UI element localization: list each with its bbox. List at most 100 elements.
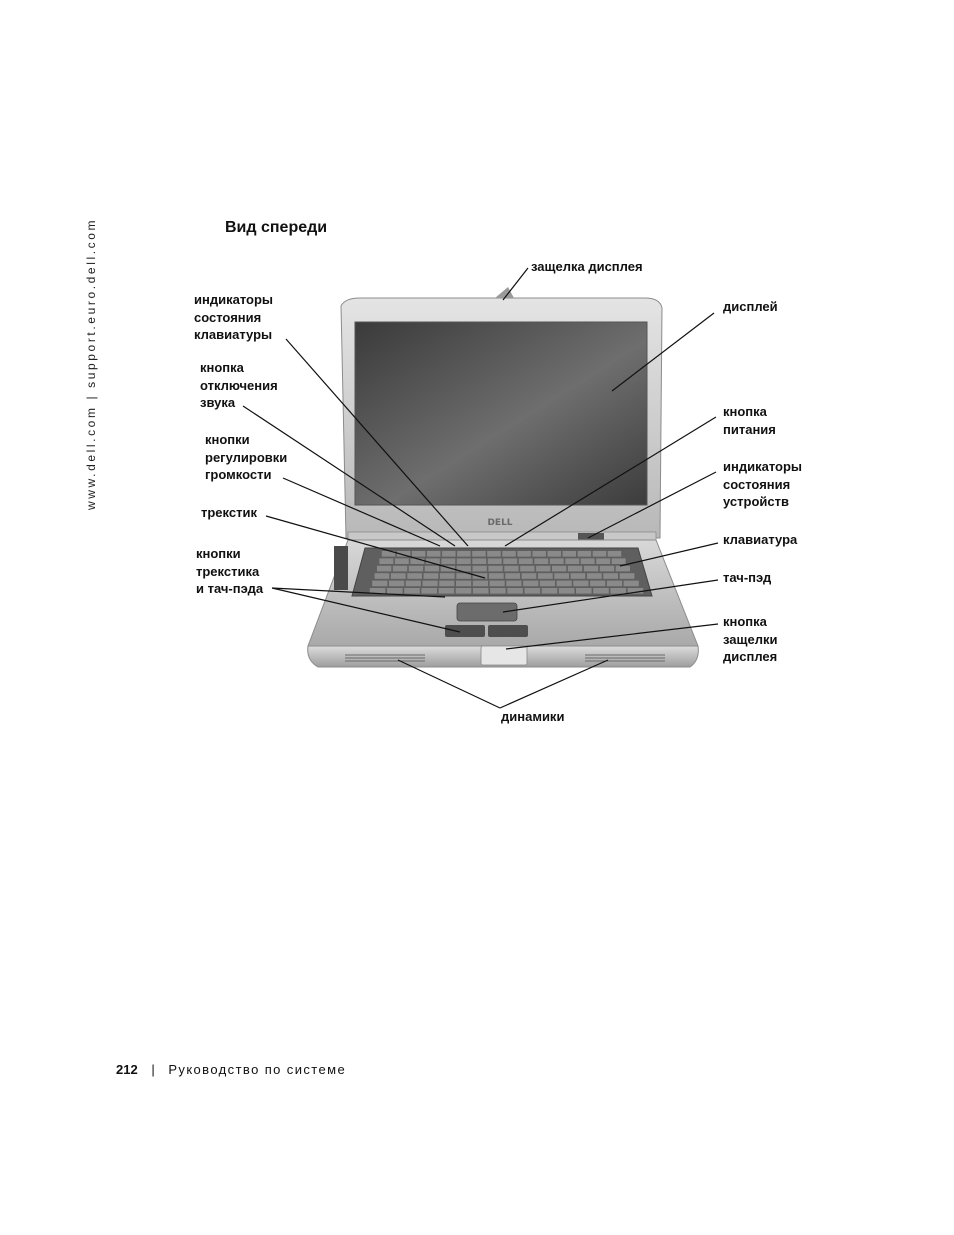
- section-title: Вид спереди: [225, 219, 328, 236]
- page-footer: 212 | Руководство по системе: [116, 1062, 346, 1077]
- keyboard-key: [577, 551, 592, 557]
- keyboard-key: [372, 580, 388, 587]
- keyboard-key: [421, 588, 437, 594]
- keyboard-key: [472, 580, 488, 587]
- keyboard-key: [539, 580, 555, 587]
- keyboard-key: [456, 565, 471, 572]
- keyboard-key: [558, 588, 575, 594]
- keyboard-key: [562, 551, 576, 557]
- display-latch: [495, 287, 514, 298]
- keyboard-key: [456, 580, 472, 587]
- keyboard-key: [606, 580, 623, 587]
- keyboard-key: [556, 580, 572, 587]
- leader-display-latch: [502, 267, 529, 301]
- callout-display: дисплей: [723, 299, 778, 314]
- keyboard-key: [396, 551, 411, 557]
- touchpad-button-left: [445, 625, 485, 637]
- footer-title: Руководство по системе: [168, 1062, 347, 1077]
- keyboard-key: [439, 580, 455, 587]
- keyboard-key: [424, 565, 439, 572]
- callout-mute-button: кнопка отключения звука: [200, 360, 278, 410]
- keyboard-key: [554, 573, 569, 579]
- leader-track-stick: [265, 515, 486, 579]
- keyboard-key: [441, 558, 456, 564]
- keyboard-key: [547, 551, 561, 557]
- keyboard-key: [627, 588, 644, 594]
- keyboard-key: [423, 573, 439, 579]
- keyboard-key: [377, 565, 392, 572]
- keyboard-key: [489, 580, 505, 587]
- keyboard-key: [610, 588, 626, 594]
- keyboard-key: [623, 580, 639, 587]
- keyboard-key: [505, 573, 520, 579]
- callout-display-latch-button: кнопка защелки дисплея: [723, 614, 778, 664]
- keyboard-key: [381, 551, 396, 557]
- speaker-grille-right: [585, 654, 665, 662]
- keyboard-key: [615, 565, 630, 572]
- keyboard-key: [422, 580, 438, 587]
- keyboard-key: [567, 565, 583, 572]
- keyboard-key: [405, 580, 421, 587]
- keyboard-key: [506, 580, 522, 587]
- leader-lines: [242, 267, 719, 709]
- keyboard-key: [593, 588, 609, 594]
- keyboard-key: [425, 558, 440, 564]
- leader-volume-buttons: [282, 477, 441, 547]
- display-latch-button: [480, 645, 528, 666]
- keyboard-key: [411, 551, 426, 557]
- keyboard-key: [410, 558, 425, 564]
- keyboard-key: [490, 588, 506, 594]
- keyboard-key: [590, 580, 606, 587]
- callout-keyboard-status-lights: индикаторы состояния клавиатуры: [194, 292, 274, 342]
- keyboard-key: [408, 565, 424, 572]
- leader-mute-button: [242, 405, 456, 547]
- keyboard-key: [583, 565, 599, 572]
- keyboard-key: [503, 558, 518, 564]
- leader-speakers-left: [397, 659, 501, 709]
- keyboard-key: [619, 573, 635, 579]
- keyboard-key: [457, 551, 471, 557]
- keyboard-key: [487, 551, 501, 557]
- keyboard-key: [392, 565, 408, 572]
- leader-display-latch-button: [505, 623, 719, 650]
- callout-speakers: динамики: [501, 709, 565, 724]
- keyboard-key: [404, 588, 420, 594]
- leader-device-status-lights: [587, 471, 717, 539]
- keyboard-key: [603, 573, 618, 579]
- keyboard-key: [538, 573, 553, 579]
- keyboard-key: [607, 551, 622, 557]
- keyboard-key: [549, 558, 564, 564]
- keyboard-key: [489, 573, 504, 579]
- keyboard-key: [536, 565, 551, 572]
- keyboard-key: [517, 551, 531, 557]
- keyboard-key: [389, 580, 405, 587]
- keyboard-key: [524, 588, 541, 594]
- display-screen: [354, 321, 648, 506]
- keyboard-key: [520, 565, 535, 572]
- leader-keyboard: [619, 542, 719, 567]
- callout-display-latch: защелка дисплея: [531, 259, 643, 274]
- leader-buttons-a: [271, 587, 446, 598]
- callout-track-stick-touchpad-buttons: кнопки трекстика и тач-пэда: [196, 546, 264, 596]
- page-number: 212: [116, 1062, 138, 1077]
- leader-buttons-b: [271, 587, 461, 633]
- touchpad-button-right: [488, 625, 528, 637]
- keyboard-key: [488, 565, 503, 572]
- callout-device-status-lights: индикаторы состояния устройств: [723, 459, 803, 509]
- leader-touch-pad: [502, 579, 719, 613]
- keyboard-key: [472, 551, 486, 557]
- keyboard-key: [573, 580, 589, 587]
- keyboard-key: [576, 588, 592, 594]
- leader-speakers-right: [499, 659, 609, 709]
- keyboard-key: [456, 573, 471, 579]
- keyboard-key: [439, 573, 455, 579]
- keyboard-key: [455, 588, 472, 594]
- keyboard-key: [502, 551, 516, 557]
- keyboard-key: [374, 573, 390, 579]
- keyboard-key: [507, 588, 523, 594]
- keyboard-key: [599, 565, 615, 572]
- keyboard-key: [387, 588, 403, 594]
- callout-keyboard: клавиатура: [723, 532, 798, 547]
- keyboard-key: [592, 551, 607, 557]
